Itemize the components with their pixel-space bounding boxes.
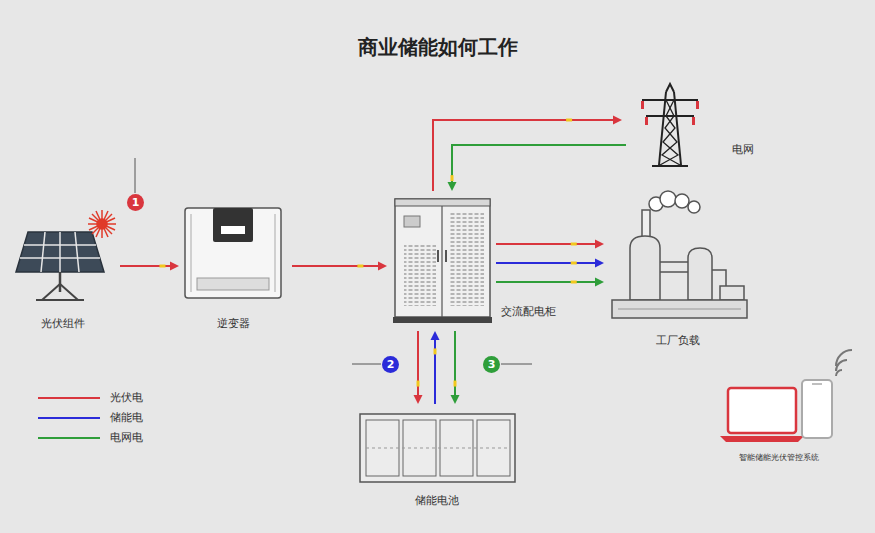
- legend-swatch: [38, 437, 100, 439]
- flow-line: [496, 281, 597, 283]
- flow-mark: [571, 243, 577, 246]
- component-label: 交流配电柜: [501, 305, 556, 318]
- component-label: 光伏组件: [41, 317, 85, 330]
- arrow-head: [414, 395, 423, 404]
- component-node: 电网: [640, 85, 700, 167]
- flow-line: [496, 243, 597, 245]
- legend-text: 电网电: [110, 431, 143, 444]
- solar-panel-icon: [16, 232, 104, 300]
- flow-mark: [571, 262, 577, 265]
- arrow-head: [170, 262, 179, 271]
- callout-leader: [501, 364, 532, 365]
- flow-arrow: [120, 262, 179, 271]
- battery-rack-icon: [360, 414, 515, 482]
- flow-mark: [571, 281, 577, 284]
- component-node: 光伏组件: [18, 225, 108, 302]
- inverter-icon: [185, 208, 281, 298]
- flow-line: [452, 145, 626, 184]
- flow-line: [434, 338, 436, 404]
- callout-number: 1: [127, 194, 144, 211]
- flow-mark: [417, 381, 420, 387]
- component-label: 储能电池: [415, 494, 459, 507]
- flow-line: [496, 262, 597, 264]
- flow-arrow: [496, 278, 604, 287]
- diagram-title: 商业储能如何工作: [0, 34, 875, 61]
- arrow-head: [378, 262, 387, 271]
- flow-arrow: [451, 331, 460, 404]
- flow-mark: [566, 119, 572, 122]
- flow-arrow: [496, 259, 604, 268]
- flow-arrow: [292, 262, 387, 271]
- flow-arrow: [431, 331, 440, 404]
- arrow-head: [595, 259, 604, 268]
- component-label: 工厂负载: [656, 334, 700, 347]
- arrow-head: [451, 395, 460, 404]
- legend-text: 光伏电: [110, 391, 143, 404]
- arrow-head: [613, 116, 622, 125]
- flow-arrow: [448, 145, 627, 191]
- arrow-head: [431, 331, 440, 340]
- arrow-head: [595, 278, 604, 287]
- component-node: 智能储能光伏管控系统: [720, 372, 838, 444]
- component-node: 工厂负载: [608, 192, 748, 322]
- arrow-head: [595, 240, 604, 249]
- flow-mark: [434, 348, 437, 354]
- flow-mark: [159, 265, 165, 268]
- factory-icon: [612, 191, 747, 318]
- component-label: 智能储能光伏管控系统: [739, 453, 819, 463]
- sun-burst: [88, 210, 116, 238]
- callout-leader: [135, 158, 136, 193]
- legend-swatch: [38, 417, 100, 419]
- flow-arrow: [496, 240, 604, 249]
- component-node: 逆变器: [183, 207, 283, 300]
- callout-number: 2: [382, 356, 399, 373]
- component-label: 逆变器: [217, 317, 250, 330]
- component-label: 电网: [732, 143, 754, 156]
- flow-line: [433, 120, 615, 191]
- flow-mark: [454, 381, 457, 387]
- callout-leader: [352, 364, 381, 365]
- power-tower-icon: [641, 84, 699, 166]
- flow-line: [292, 265, 380, 267]
- arrow-head: [448, 182, 457, 191]
- flow-mark: [357, 265, 363, 268]
- laptop-phone-icon: [720, 350, 852, 442]
- flow-arrow: [433, 116, 622, 192]
- flow-line: [454, 331, 456, 397]
- flow-mark: [451, 175, 454, 181]
- legend-text: 储能电: [110, 411, 143, 424]
- flow-line: [417, 331, 419, 397]
- callout-number: 3: [483, 356, 500, 373]
- legend-swatch: [38, 397, 100, 399]
- flow-arrow: [414, 331, 423, 404]
- distribution-cabinet-icon: [393, 199, 492, 323]
- component-node: 储能电池: [358, 412, 515, 483]
- flow-line: [120, 265, 172, 267]
- component-node: 交流配电柜: [393, 197, 492, 323]
